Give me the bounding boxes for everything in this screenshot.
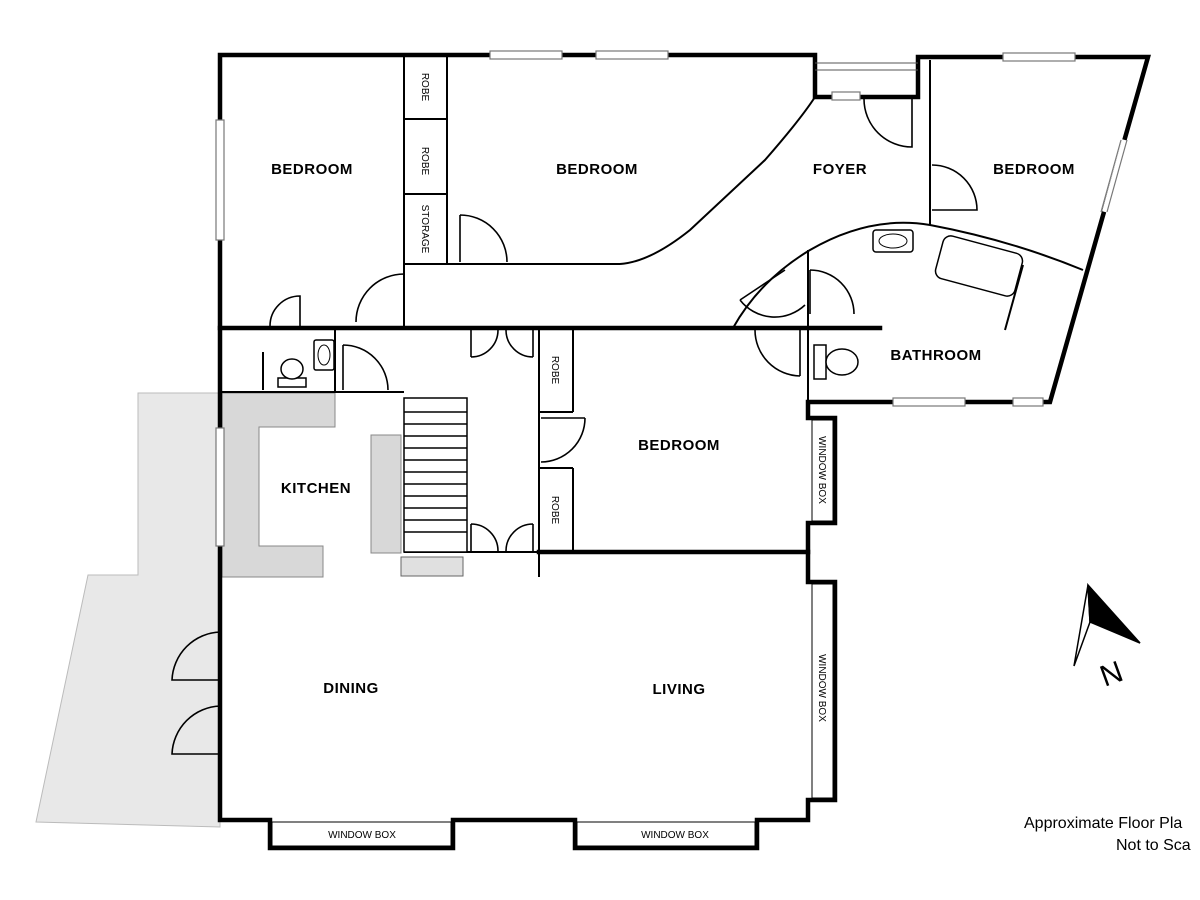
kitchen-island	[370, 434, 402, 554]
label-robe-4: ROBE	[549, 496, 560, 525]
note-line-2: Not to Sca	[1116, 837, 1191, 854]
label-storage: STORAGE	[419, 205, 430, 254]
basin	[872, 229, 914, 253]
label-robe-1: ROBE	[419, 73, 430, 102]
room-label-dining: DINING	[323, 680, 379, 697]
room-label-bedroom-1: BEDROOM	[271, 161, 353, 178]
kitchen-bench	[221, 392, 336, 578]
room-label-living: LIVING	[652, 681, 705, 698]
room-label-bathroom: BATHROOM	[890, 347, 981, 364]
laundry-sink	[313, 339, 335, 371]
kitchen-appliance	[400, 556, 464, 577]
bathtub	[934, 235, 1024, 297]
room-label-foyer: FOYER	[813, 161, 867, 178]
outer-walls	[217, 52, 1151, 851]
label-window-box-right-lower: WINDOW BOX	[816, 654, 827, 722]
window-boxes	[271, 419, 834, 847]
toilet-cistern	[813, 344, 827, 380]
north-letter: N	[1096, 655, 1128, 693]
note-line-1: Approximate Floor Pla	[1024, 815, 1182, 832]
label-robe-2: ROBE	[419, 147, 430, 176]
windows	[215, 50, 1128, 547]
label-window-box-right-upper: WINDOW BOX	[816, 436, 827, 504]
label-window-box-bottom-right: WINDOW BOX	[641, 830, 709, 841]
fixtures	[262, 229, 1024, 390]
patio-area	[35, 392, 221, 828]
room-label-bedroom-4: BEDROOM	[638, 437, 720, 454]
north-arrow-icon: N	[1073, 582, 1141, 694]
label-window-box-bottom-left: WINDOW BOX	[328, 830, 396, 841]
doors	[171, 98, 978, 755]
interior-walls	[217, 55, 1084, 577]
stairs	[403, 397, 468, 553]
label-robe-3: ROBE	[549, 356, 560, 385]
room-label-bedroom-3: BEDROOM	[993, 161, 1075, 178]
room-label-kitchen: KITCHEN	[281, 480, 351, 497]
room-label-bedroom-2: BEDROOM	[556, 161, 638, 178]
